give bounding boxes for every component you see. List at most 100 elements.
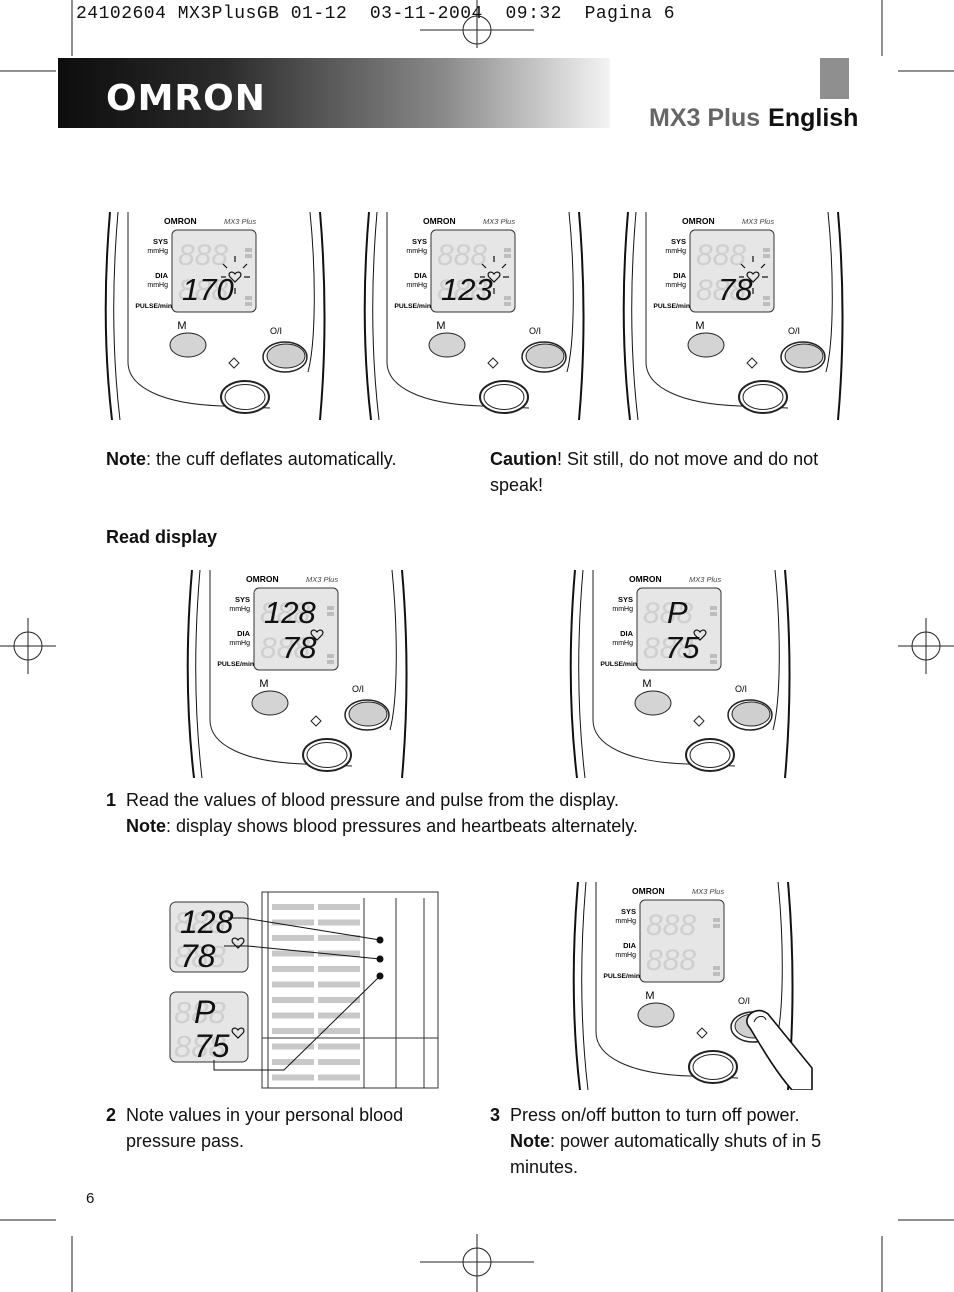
power-button[interactable] [731, 701, 771, 727]
table-cell [318, 997, 360, 1003]
memory-button[interactable] [637, 1002, 675, 1028]
lcd-ghost-top: 888 [646, 909, 696, 942]
start-button[interactable] [220, 380, 270, 414]
start-arrow-icon [487, 357, 499, 369]
dia-label: DIA [155, 271, 169, 280]
memory-indicator-icon [504, 248, 511, 306]
start-button[interactable] [302, 738, 352, 772]
dia-label: DIA [237, 629, 251, 638]
closeup-pulse-marker: P [194, 994, 216, 1030]
heart-icon [231, 1027, 245, 1039]
lcd-sys-value: 128 [264, 595, 316, 630]
title-language: English [768, 104, 859, 132]
step-1: 1 Read the values of blood pressure and p… [106, 787, 866, 839]
lcd-ghost-bottom: 888 [178, 274, 228, 307]
step-1-note-label: Note [126, 816, 166, 836]
memory-button[interactable] [251, 690, 289, 716]
device-model: MX3 Plus [742, 217, 774, 226]
pulse-label: PULSE/min [600, 661, 637, 668]
lcd-bp-closeup [169, 901, 249, 973]
device-pulse-display: OMRON MX3 Plus SYS mmHg DIA mmHg PULSE/m… [567, 569, 797, 783]
table-cell [272, 1074, 314, 1081]
power-button[interactable] [348, 701, 388, 727]
device-brand: OMRON [246, 574, 279, 584]
lcd-screen [636, 587, 722, 671]
table-cell [272, 1012, 314, 1019]
memory-indicator-icon [327, 606, 334, 664]
device-model: MX3 Plus [306, 575, 338, 584]
memory-button-label: M [259, 678, 268, 690]
heart-blink-icon [739, 256, 768, 294]
memory-button[interactable] [634, 690, 672, 716]
lcd-ghost-bottom: 888 [696, 274, 746, 307]
table-cell [318, 981, 360, 988]
start-button[interactable] [688, 1050, 738, 1084]
read-display-heading: Read display [106, 527, 218, 547]
note-label: Note [106, 449, 146, 469]
step-3-number: 3 [490, 1105, 501, 1125]
lcd-dia-value: 75 [665, 630, 700, 665]
lcd-ghost-bottom: 888 [437, 274, 487, 307]
power-symbol: O/I [788, 326, 800, 336]
power-button[interactable] [784, 343, 824, 369]
start-arrow-icon [746, 357, 758, 369]
heart-icon [228, 271, 242, 283]
memory-button[interactable] [169, 332, 207, 358]
pulse-label: PULSE/min [135, 303, 172, 310]
lcd-ghost-bottom: 888 [643, 632, 693, 665]
heart-icon [487, 271, 501, 283]
dia-unit: mmHg [615, 952, 636, 959]
sys-label: SYS [621, 907, 636, 916]
dia-unit: mmHg [612, 640, 633, 647]
device-deflating-2: OMRON MX3 Plus SYS mmHg DIA mmHg PULSE/m… [361, 211, 591, 425]
table-cell [272, 919, 314, 926]
start-button[interactable] [685, 738, 735, 772]
lcd-ghost-top: 888 [643, 597, 693, 630]
memory-button[interactable] [687, 332, 725, 358]
power-button[interactable] [525, 343, 565, 369]
sys-label: SYS [618, 595, 633, 604]
step-2-number: 2 [106, 1105, 117, 1125]
heart-blink-icon [480, 256, 509, 294]
memory-indicator-icon [245, 248, 252, 306]
table-cell [272, 966, 314, 972]
title-model: MX3 Plus [649, 104, 761, 132]
table-cell [272, 1059, 314, 1065]
table-cell [272, 950, 314, 957]
sys-unit: mmHg [612, 606, 633, 613]
start-button[interactable] [479, 380, 529, 414]
sys-label: SYS [412, 237, 427, 246]
start-arrow-icon [228, 357, 240, 369]
lcd-dia-value: 123 [441, 272, 493, 307]
lcd-ghost: 888 [174, 995, 226, 1030]
lcd-ghost: 888 [174, 939, 226, 974]
memory-button-label: M [177, 320, 186, 332]
dia-label: DIA [620, 629, 634, 638]
caution-note: Caution! Sit still, do not move and do n… [490, 446, 855, 498]
start-button[interactable] [738, 380, 788, 414]
device-deflating-1: OMRON MX3 Plus SYS mmHg DIA mmHg PULSE/m… [102, 211, 332, 425]
step-1-text: Read the values of blood pressure and pu… [126, 790, 619, 810]
brand-logo: OMRON [106, 78, 266, 119]
memory-indicator-icon [713, 918, 720, 976]
device-brand: OMRON [423, 216, 456, 226]
caution-label: Caution [490, 449, 557, 469]
step-1-number: 1 [106, 790, 117, 810]
memory-button[interactable] [428, 332, 466, 358]
table-cell [318, 935, 360, 941]
power-button[interactable] [266, 343, 306, 369]
power-symbol: O/I [529, 326, 541, 336]
device-brand: OMRON [629, 574, 662, 584]
table-cell [318, 966, 360, 972]
device-model: MX3 Plus [689, 575, 721, 584]
step-3-text: Press on/off button to turn off power. [510, 1105, 800, 1125]
device-bp-display: OMRON MX3 Plus SYS mmHg DIA mmHg PULSE/m… [184, 569, 414, 783]
lcd-ghost: 888 [174, 1029, 226, 1064]
table-cell [318, 1074, 360, 1081]
lcd-screen [639, 899, 725, 983]
step-3-note-label: Note [510, 1131, 550, 1151]
dia-label: DIA [673, 271, 687, 280]
sys-label: SYS [235, 595, 250, 604]
